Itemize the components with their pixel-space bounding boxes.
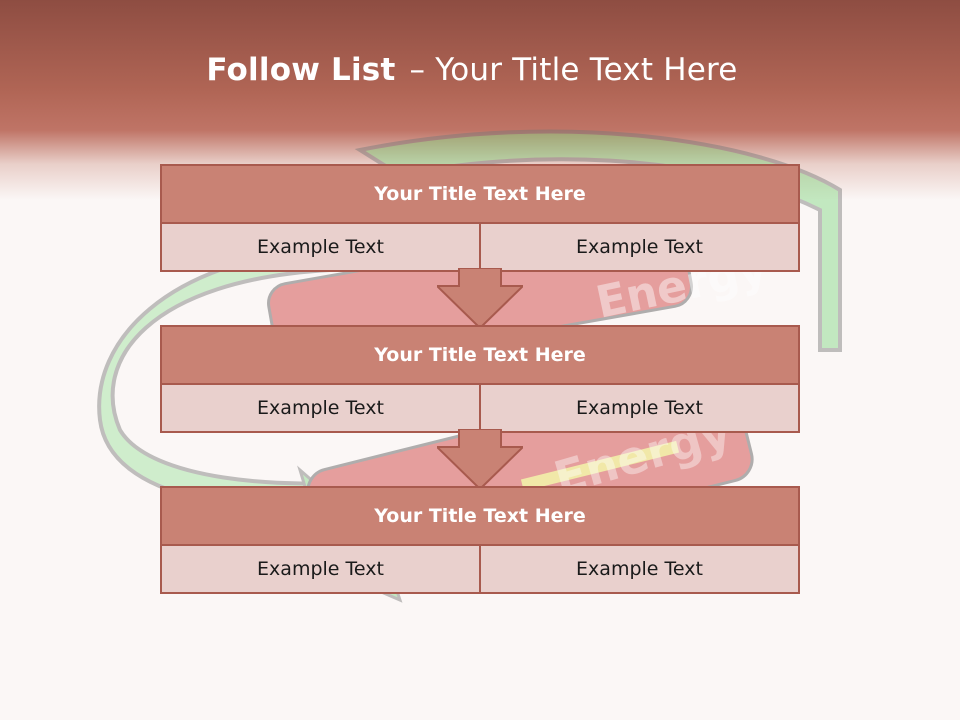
- block-row: Example Text Example Text: [162, 224, 798, 270]
- block-cell-left: Example Text: [162, 546, 479, 592]
- block-row: Example Text Example Text: [162, 546, 798, 592]
- block-title: Your Title Text Here: [162, 488, 798, 546]
- slide-title: Follow List–Your Title Text Here: [0, 52, 944, 88]
- block-cell-right: Example Text: [479, 385, 798, 431]
- list-block-1: Your Title Text Here Example Text Exampl…: [160, 164, 800, 272]
- down-arrow-icon: [437, 268, 523, 328]
- block-cell-left: Example Text: [162, 224, 479, 270]
- title-bold: Follow List: [206, 52, 396, 88]
- block-title: Your Title Text Here: [162, 166, 798, 224]
- list-block-2: Your Title Text Here Example Text Exampl…: [160, 325, 800, 433]
- block-title: Your Title Text Here: [162, 327, 798, 385]
- down-arrow-icon: [437, 429, 523, 489]
- title-rest: Your Title Text Here: [435, 52, 738, 88]
- block-cell-right: Example Text: [479, 224, 798, 270]
- block-cell-right: Example Text: [479, 546, 798, 592]
- block-cell-left: Example Text: [162, 385, 479, 431]
- list-block-3: Your Title Text Here Example Text Exampl…: [160, 486, 800, 594]
- block-row: Example Text Example Text: [162, 385, 798, 431]
- title-separator: –: [409, 52, 426, 88]
